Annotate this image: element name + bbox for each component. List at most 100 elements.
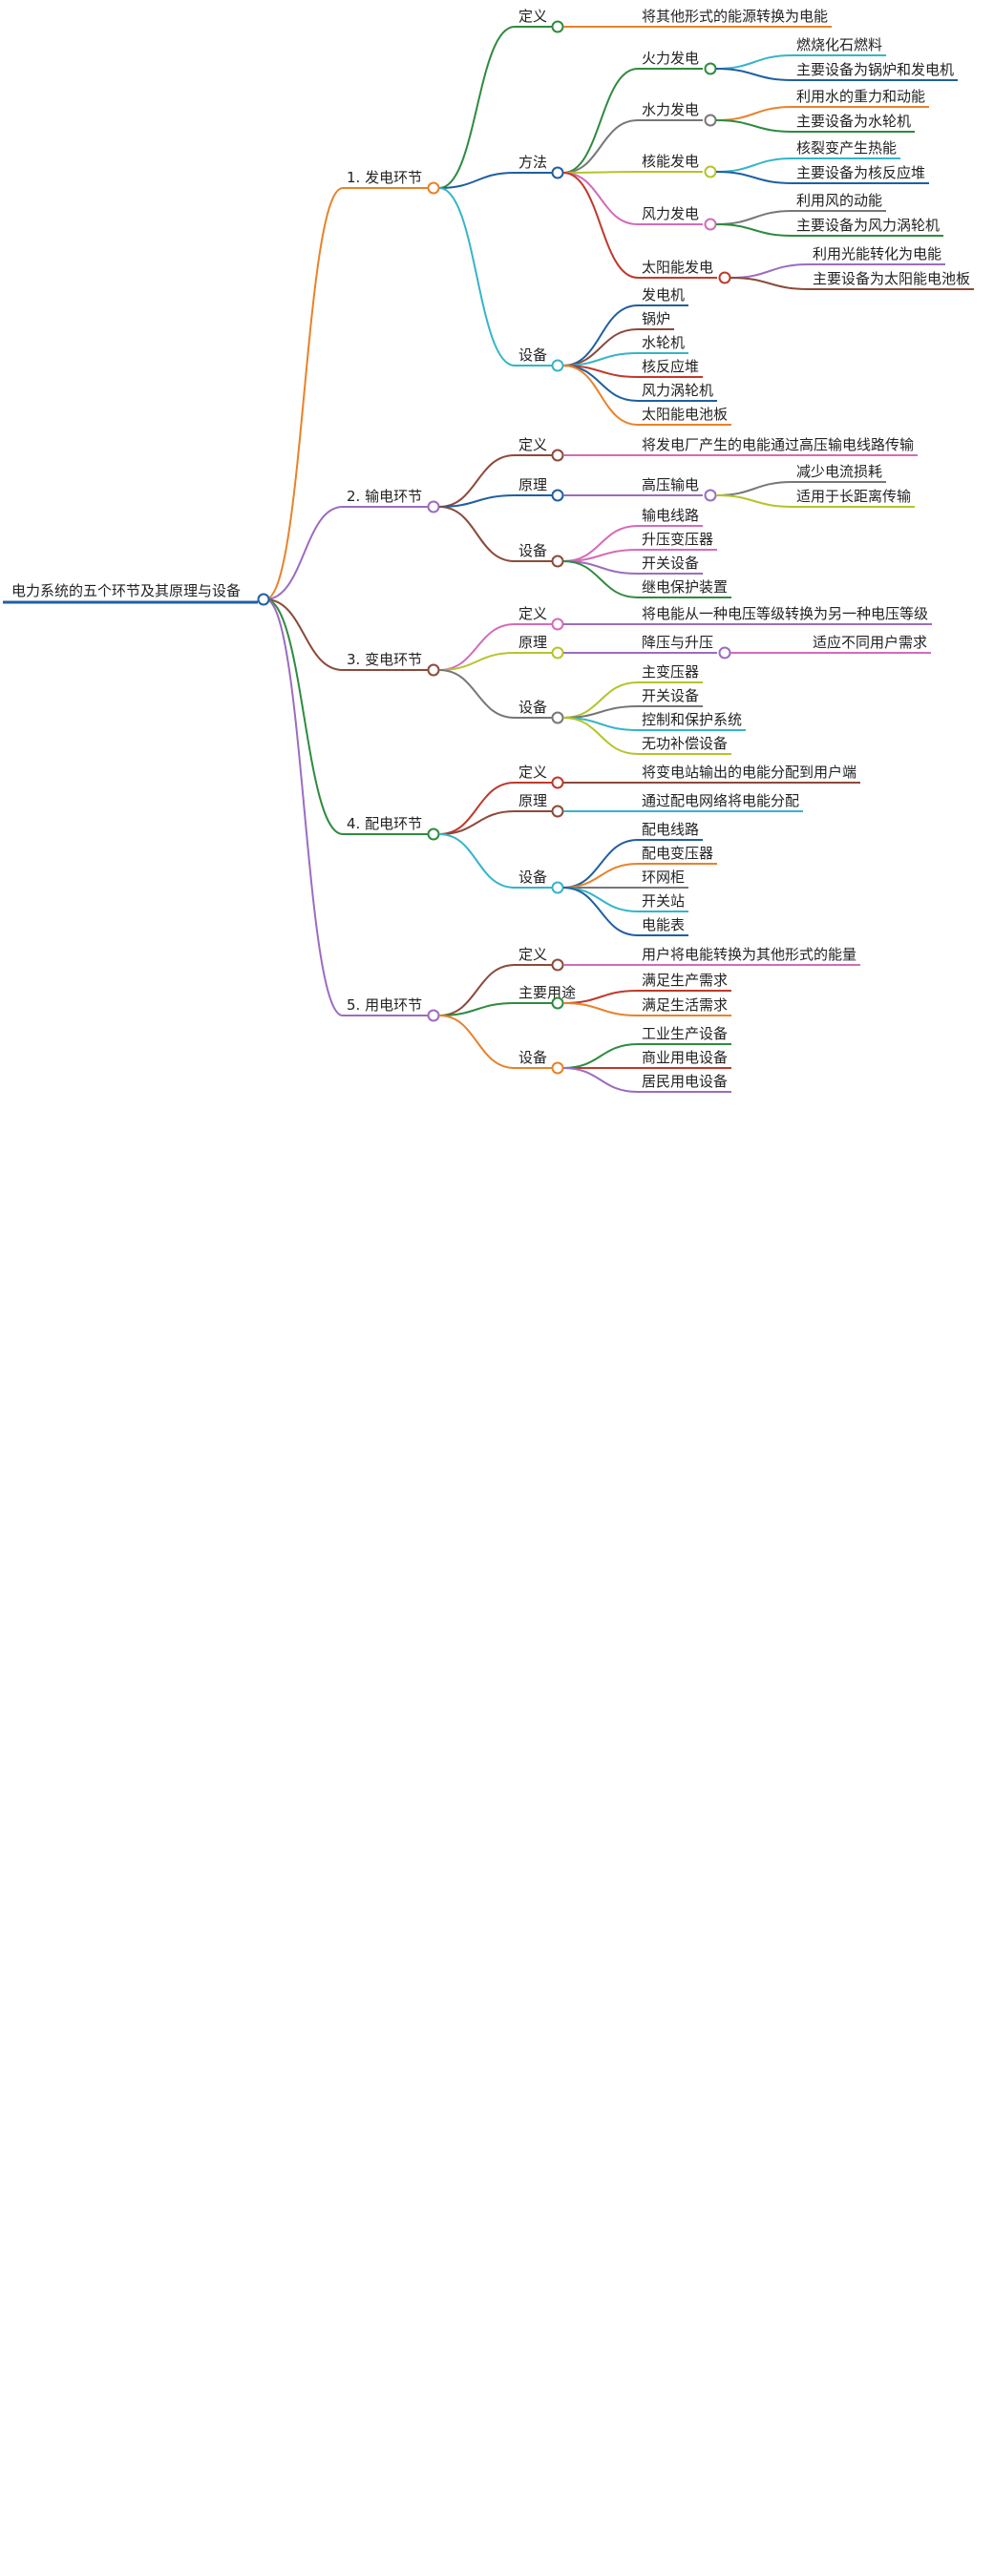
connector-line bbox=[264, 598, 344, 835]
leaf-label: 利用风的动能 bbox=[796, 192, 882, 209]
expand-collapse-toggle[interactable] bbox=[551, 618, 564, 631]
leaf-label: 工业生产设备 bbox=[642, 1025, 728, 1042]
topic-label: 原理 bbox=[518, 476, 547, 493]
expand-collapse-toggle[interactable] bbox=[704, 218, 717, 231]
topic-label: 定义 bbox=[518, 605, 547, 622]
connector-line bbox=[438, 833, 516, 889]
topic-label: 原理 bbox=[518, 634, 547, 651]
connector-line bbox=[562, 717, 639, 755]
expand-collapse-toggle[interactable] bbox=[551, 20, 564, 33]
expand-collapse-toggle[interactable] bbox=[427, 1009, 440, 1022]
expand-collapse-toggle[interactable] bbox=[551, 996, 564, 1010]
connector-line bbox=[562, 863, 639, 889]
leaf-label: 通过配电网络将电能分配 bbox=[642, 792, 799, 809]
topic-label: 定义 bbox=[518, 764, 547, 781]
connector-line bbox=[715, 223, 793, 237]
connector-line bbox=[438, 454, 516, 508]
connector-line bbox=[438, 187, 516, 367]
leaf-label: 将其他形式的能源转换为电能 bbox=[642, 8, 828, 25]
topic-label: 水力发电 bbox=[642, 101, 699, 118]
leaf-label: 升压变压器 bbox=[642, 531, 713, 548]
connector-line bbox=[438, 669, 516, 719]
expand-collapse-toggle[interactable] bbox=[551, 359, 564, 372]
topic-label: 核能发电 bbox=[642, 153, 699, 170]
connector-line bbox=[264, 598, 344, 671]
topic-label: 火力发电 bbox=[642, 50, 699, 67]
connector-line bbox=[438, 1002, 516, 1016]
expand-collapse-toggle[interactable] bbox=[427, 663, 440, 677]
topic-label: 4. 配电环节 bbox=[347, 815, 422, 832]
root-toggle[interactable] bbox=[257, 593, 270, 606]
connector-line bbox=[562, 560, 639, 598]
expand-collapse-toggle[interactable] bbox=[551, 166, 564, 179]
connector-line bbox=[730, 277, 810, 290]
connector-line bbox=[264, 598, 344, 1016]
connector-line bbox=[715, 106, 793, 121]
topic-label: 定义 bbox=[518, 946, 547, 963]
expand-collapse-toggle[interactable] bbox=[551, 776, 564, 789]
leaf-label: 输电线路 bbox=[642, 507, 699, 524]
connector-line bbox=[730, 263, 810, 279]
connector-line bbox=[438, 623, 516, 671]
expand-collapse-toggle[interactable] bbox=[704, 114, 717, 127]
expand-collapse-toggle[interactable] bbox=[427, 500, 440, 513]
leaf-label: 风力涡轮机 bbox=[642, 382, 713, 399]
leaf-label: 将变电站输出的电能分配到用户端 bbox=[642, 764, 857, 781]
expand-collapse-toggle[interactable] bbox=[551, 958, 564, 972]
leaf-label: 控制和保护系统 bbox=[642, 711, 742, 728]
connector-line bbox=[562, 1002, 639, 1016]
connector-line bbox=[438, 1015, 516, 1069]
connector-line bbox=[715, 119, 793, 133]
connector-line bbox=[715, 68, 793, 81]
expand-collapse-toggle[interactable] bbox=[551, 711, 564, 724]
leaf-label: 环网柜 bbox=[642, 869, 685, 886]
connector-line bbox=[715, 210, 793, 225]
leaf-label: 将电能从一种电压等级转换为另一种电压等级 bbox=[642, 605, 928, 622]
expand-collapse-toggle[interactable] bbox=[551, 1061, 564, 1075]
expand-collapse-toggle[interactable] bbox=[704, 489, 717, 502]
topic-label: 主要用途 bbox=[518, 984, 576, 1001]
connector-line bbox=[562, 119, 639, 174]
expand-collapse-toggle[interactable] bbox=[551, 646, 564, 660]
leaf-label: 商业用电设备 bbox=[642, 1049, 728, 1066]
expand-collapse-toggle[interactable] bbox=[551, 805, 564, 818]
topic-label: 设备 bbox=[518, 869, 547, 886]
expand-collapse-toggle[interactable] bbox=[427, 181, 440, 195]
topic-label: 原理 bbox=[518, 792, 547, 809]
expand-collapse-toggle[interactable] bbox=[551, 555, 564, 568]
expand-collapse-toggle[interactable] bbox=[718, 271, 731, 284]
leaf-label: 开关设备 bbox=[642, 555, 699, 572]
connector-line bbox=[715, 157, 793, 173]
topic-label: 太阳能发电 bbox=[642, 259, 713, 276]
leaf-label: 主要设备为锅炉和发电机 bbox=[796, 61, 954, 78]
leaf-label: 电能表 bbox=[642, 916, 685, 933]
leaf-label: 燃烧化石燃料 bbox=[796, 36, 882, 53]
leaf-label: 利用光能转化为电能 bbox=[813, 245, 941, 262]
expand-collapse-toggle[interactable] bbox=[551, 489, 564, 502]
leaf-label: 满足生产需求 bbox=[642, 972, 728, 989]
leaf-label: 将发电厂产生的电能通过高压输电线路传输 bbox=[642, 436, 914, 453]
leaf-label: 太阳能电池板 bbox=[642, 406, 728, 423]
leaf-label: 主要设备为水轮机 bbox=[796, 113, 911, 130]
topic-label: 高压输电 bbox=[642, 476, 699, 493]
expand-collapse-toggle[interactable] bbox=[718, 646, 731, 660]
leaf-label: 配电线路 bbox=[642, 821, 699, 838]
connector-line bbox=[562, 171, 639, 174]
expand-collapse-toggle[interactable] bbox=[551, 881, 564, 894]
topic-label: 设备 bbox=[518, 1049, 547, 1066]
root-topic-label: 电力系统的五个环节及其原理与设备 bbox=[11, 582, 241, 599]
leaf-label: 水轮机 bbox=[642, 334, 685, 351]
connector-line bbox=[562, 365, 639, 426]
expand-collapse-toggle[interactable] bbox=[427, 827, 440, 841]
connector-line bbox=[562, 887, 639, 936]
connector-line bbox=[562, 1067, 639, 1093]
leaf-label: 主要设备为核反应堆 bbox=[796, 164, 925, 181]
expand-collapse-toggle[interactable] bbox=[551, 449, 564, 462]
expand-collapse-toggle[interactable] bbox=[704, 165, 717, 178]
topic-label: 3. 变电环节 bbox=[347, 651, 422, 668]
expand-collapse-toggle[interactable] bbox=[704, 62, 717, 75]
leaf-label: 核反应堆 bbox=[642, 358, 699, 375]
topic-label: 风力发电 bbox=[642, 205, 699, 222]
connector-line bbox=[715, 494, 793, 508]
